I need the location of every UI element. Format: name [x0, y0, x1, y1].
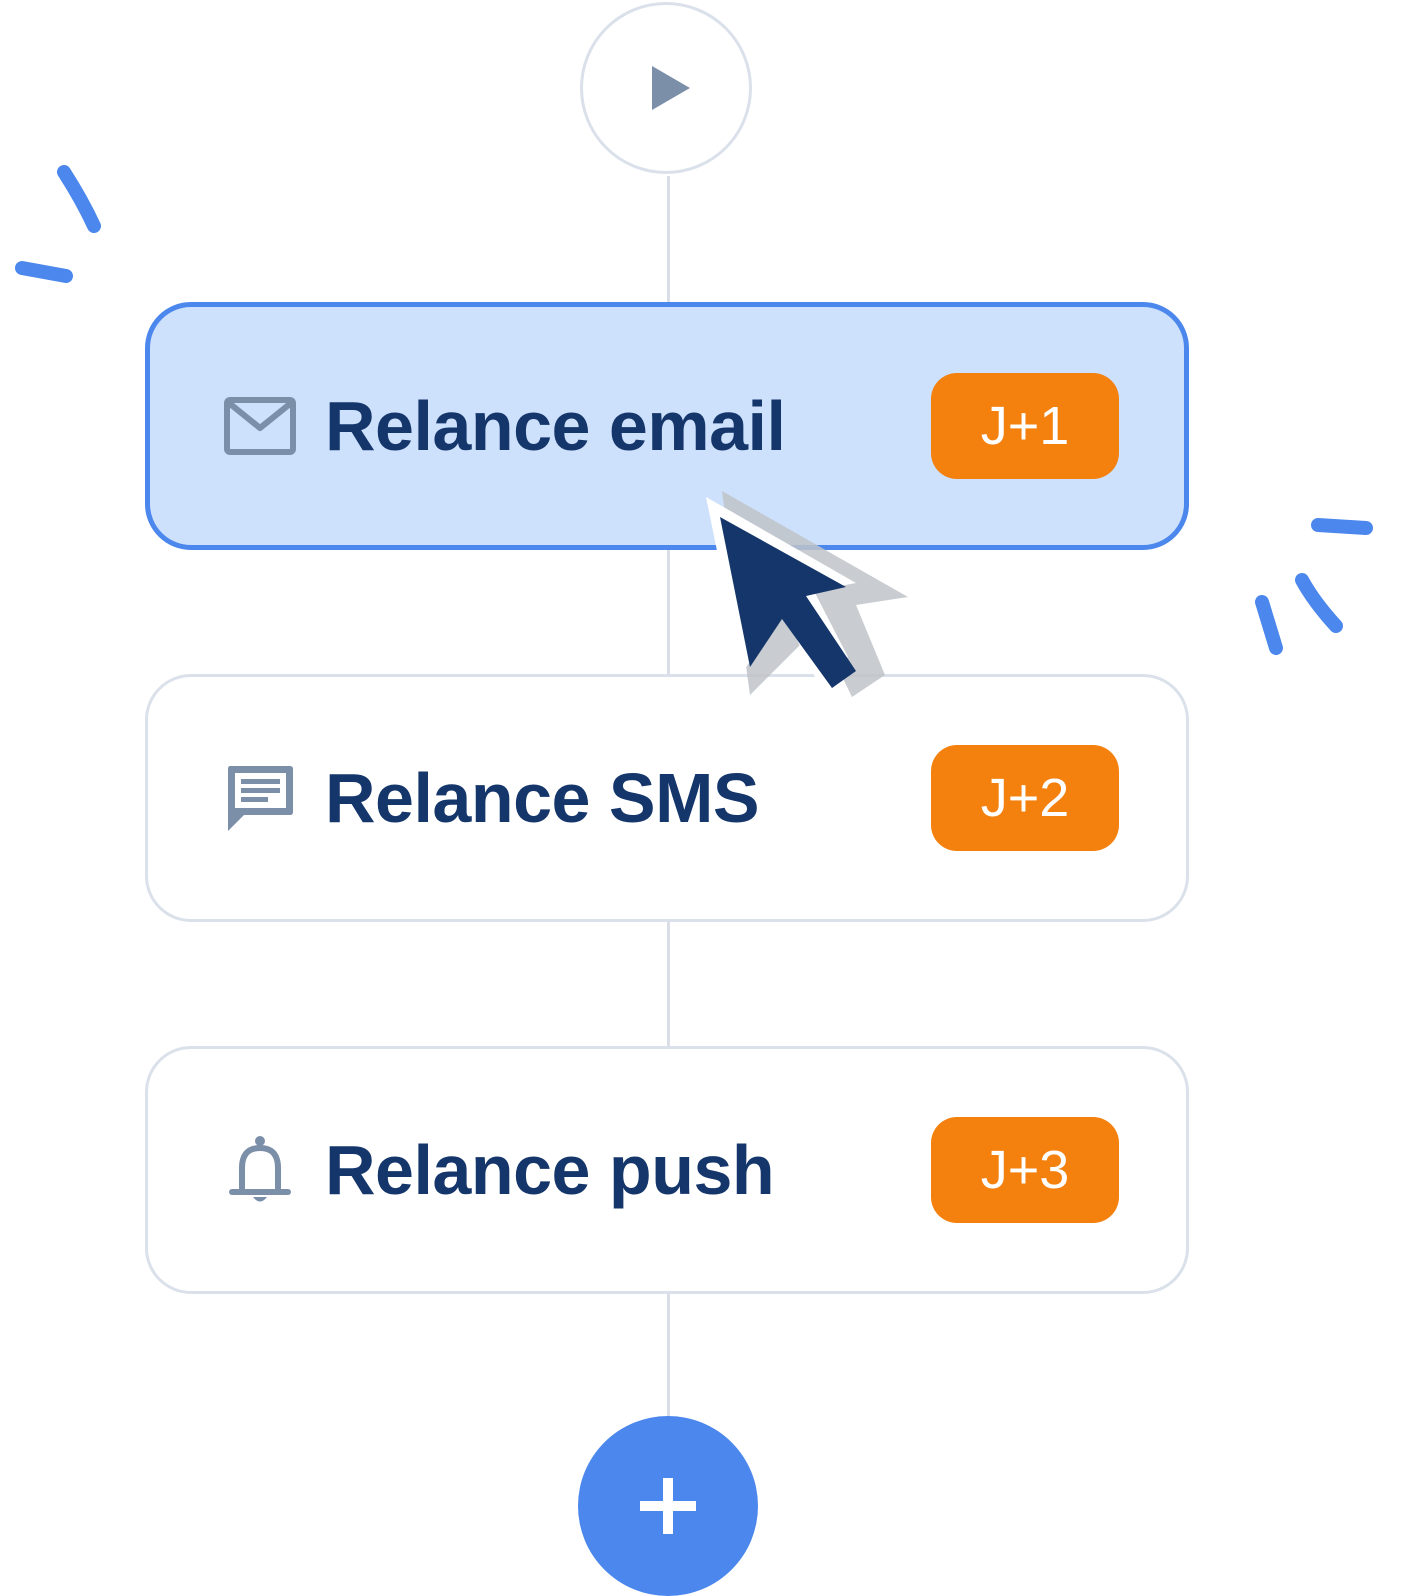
step-label: Relance email — [325, 387, 786, 465]
step-label: Relance push — [325, 1131, 775, 1209]
step-card-push[interactable]: Relance push J+3 — [145, 1046, 1189, 1294]
plus-icon — [640, 1478, 696, 1534]
connector-line — [667, 550, 670, 674]
envelope-icon — [224, 390, 296, 462]
delay-badge: J+1 — [931, 373, 1119, 479]
add-step-button[interactable] — [578, 1416, 758, 1596]
start-node[interactable] — [580, 2, 752, 174]
bell-icon — [224, 1134, 296, 1206]
connector-line — [667, 1294, 670, 1418]
connector-line — [667, 922, 670, 1046]
step-card-email[interactable]: Relance email J+1 — [145, 302, 1189, 550]
step-label: Relance SMS — [325, 759, 760, 837]
connector-line — [667, 176, 670, 302]
step-card-sms[interactable]: Relance SMS J+2 — [145, 674, 1189, 922]
sparkle-decoration-left — [15, 165, 101, 283]
message-icon — [224, 762, 296, 834]
delay-badge: J+3 — [931, 1117, 1119, 1223]
play-icon — [652, 66, 690, 110]
delay-badge: J+2 — [931, 745, 1119, 851]
